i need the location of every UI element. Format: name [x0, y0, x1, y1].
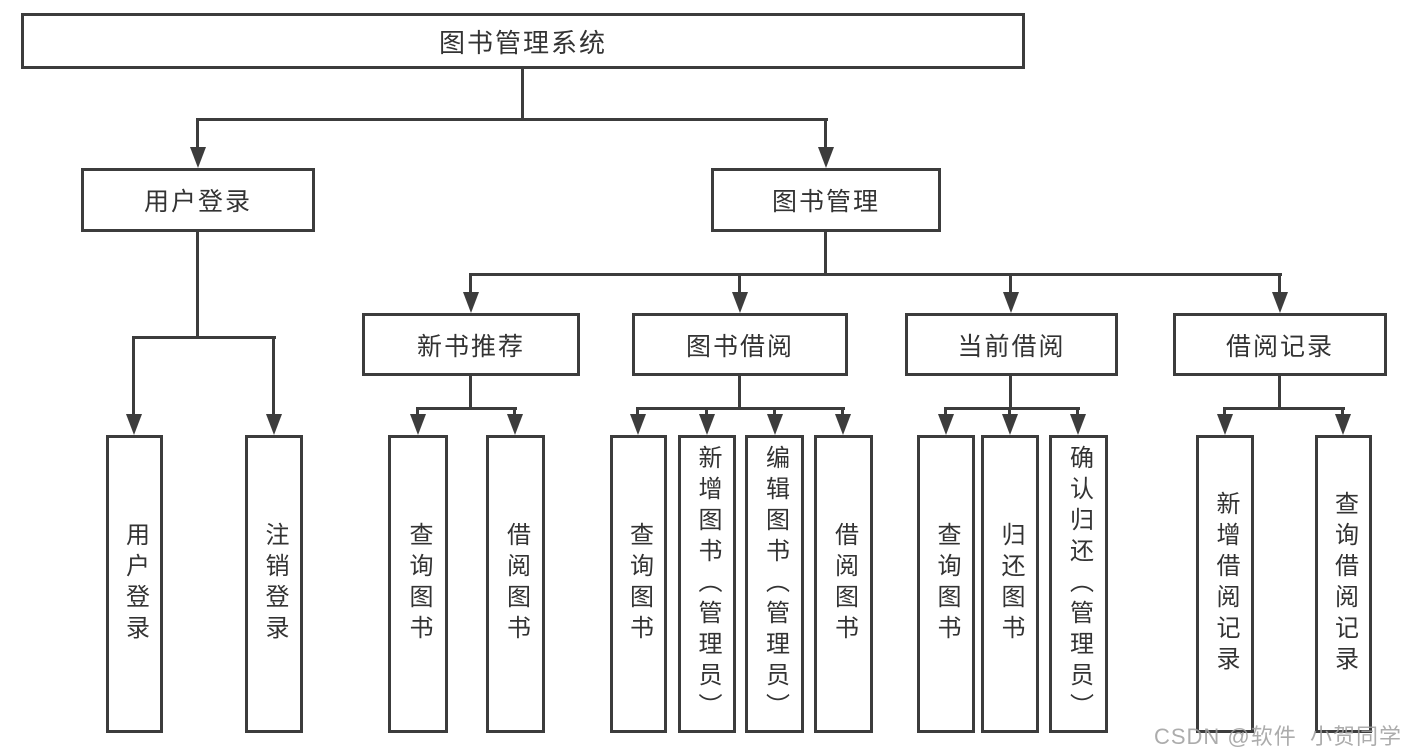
leaf-bb-query-books: 查询图书: [610, 435, 667, 733]
node-book-mgmt: 图书管理: [711, 168, 941, 232]
arrowhead-bb-borrow-icon: [835, 414, 851, 435]
leaf-bb-borrow-books-label: 借阅图书: [830, 522, 858, 646]
node-user-login: 用户登录: [81, 168, 315, 232]
arrowhead-cb-confirm-icon: [1070, 414, 1086, 435]
leaf-bb-borrow-books: 借阅图书: [814, 435, 873, 733]
arrowhead-current-borrow-icon: [1003, 292, 1019, 313]
leaf-bb-query-books-label: 查询图书: [625, 522, 653, 646]
arrowhead-cb-return-icon: [1002, 414, 1018, 435]
arrowhead-leaf-login-icon: [126, 414, 142, 435]
leaf-logout: 注销登录: [245, 435, 303, 733]
leaf-cb-confirm-return-label: 确认归还（管理员）: [1065, 444, 1093, 724]
edge-book-borrow-branch: [636, 407, 845, 410]
leaf-cb-query-books-label: 查询图书: [933, 522, 960, 646]
edge-new-books-stem: [469, 376, 472, 410]
leaf-nb-query-books-label: 查询图书: [405, 522, 432, 646]
leaf-nb-query-books: 查询图书: [388, 435, 448, 733]
leaf-cb-return-books: 归还图书: [981, 435, 1039, 733]
edge-drop-cb-return: [1008, 407, 1011, 417]
arrowhead-nb-query-icon: [410, 414, 426, 435]
leaf-user-login: 用户登录: [106, 435, 163, 733]
node-new-books-label: 新书推荐: [416, 332, 525, 361]
edge-current-borrow-stem: [1009, 376, 1012, 410]
edge-root-branch: [196, 118, 828, 121]
edge-drop-borrow-records: [1278, 273, 1281, 293]
edge-drop-book-borrow: [738, 273, 741, 293]
arrowhead-bb-edit-icon: [767, 414, 783, 435]
edge-root-stem: [521, 69, 524, 118]
edge-drop-bb-edit: [773, 407, 776, 417]
leaf-bb-add-books: 新增图书（管理员）: [678, 435, 736, 733]
leaf-cb-confirm-return: 确认归还（管理员）: [1049, 435, 1108, 733]
edge-drop-book-mgmt: [824, 118, 827, 148]
leaf-cb-return-books-label: 归还图书: [997, 522, 1024, 646]
leaf-bb-add-books-label: 新增图书（管理员）: [694, 444, 721, 724]
node-library-system: 图书管理系统: [21, 13, 1025, 69]
edge-drop-bb-borrow: [841, 407, 844, 417]
edge-book-mgmt-stem: [824, 232, 827, 276]
csdn-watermark: CSDN @软件_小贺同学: [1153, 724, 1402, 747]
edge-drop-leaf-logout: [272, 336, 275, 414]
edge-current-borrow-branch: [944, 407, 1080, 410]
arrowhead-leaf-logout-icon: [266, 414, 282, 435]
leaf-bb-edit-books-label: 编辑图书（管理员）: [761, 444, 789, 724]
node-book-borrow: 图书借阅: [632, 313, 848, 376]
edge-new-books-branch: [416, 407, 517, 410]
leaf-nb-borrow-books-label: 借阅图书: [502, 522, 530, 646]
edge-drop-user-login: [196, 118, 199, 148]
edge-drop-br-add: [1223, 407, 1226, 417]
arrowhead-br-add-icon: [1217, 414, 1233, 435]
leaf-br-query-record: 查询借阅记录: [1315, 435, 1372, 733]
edge-borrow-records-branch: [1223, 407, 1345, 410]
edge-drop-bb-query: [636, 407, 639, 417]
node-book-mgmt-label: 图书管理: [771, 188, 880, 216]
leaf-cb-query-books: 查询图书: [917, 435, 975, 733]
edge-drop-cb-query: [944, 407, 947, 417]
arrowhead-nb-borrow-icon: [507, 414, 523, 435]
edge-book-mgmt-branch: [469, 273, 1282, 276]
edge-drop-nb-query: [416, 407, 419, 417]
leaf-br-query-record-label: 查询借阅记录: [1330, 491, 1358, 677]
leaf-user-login-label: 用户登录: [121, 522, 149, 646]
edge-user-login-branch: [132, 336, 276, 339]
node-book-borrow-label: 图书借阅: [685, 332, 794, 361]
edge-drop-cb-confirm: [1076, 407, 1079, 417]
arrowhead-borrow-records-icon: [1272, 292, 1288, 313]
node-borrow-records: 借阅记录: [1173, 313, 1387, 376]
edge-drop-bb-add: [705, 407, 708, 417]
edge-user-login-stem: [196, 232, 199, 339]
node-current-borrow: 当前借阅: [905, 313, 1118, 376]
edge-drop-leaf-login: [132, 336, 135, 414]
arrowhead-new-books-icon: [463, 292, 479, 313]
arrowhead-book-borrow-icon: [732, 292, 748, 313]
edge-drop-br-query: [1341, 407, 1344, 417]
arrowhead-user-login-icon: [190, 147, 206, 168]
node-user-login-label: 用户登录: [143, 188, 252, 216]
edge-borrow-records-stem: [1278, 376, 1281, 410]
node-borrow-records-label: 借阅记录: [1225, 332, 1334, 361]
arrowhead-br-query-icon: [1335, 414, 1351, 435]
leaf-bb-edit-books: 编辑图书（管理员）: [745, 435, 804, 733]
arrowhead-book-mgmt-icon: [818, 147, 834, 168]
leaf-br-add-record: 新增借阅记录: [1196, 435, 1254, 733]
node-current-borrow-label: 当前借阅: [957, 332, 1066, 361]
leaf-br-add-record-label: 新增借阅记录: [1212, 491, 1239, 677]
edge-drop-current-borrow: [1009, 273, 1012, 293]
node-new-books: 新书推荐: [362, 313, 580, 376]
edge-drop-nb-borrow: [513, 407, 516, 417]
node-library-system-label: 图书管理系统: [438, 27, 607, 58]
leaf-nb-borrow-books: 借阅图书: [486, 435, 545, 733]
arrowhead-bb-add-icon: [699, 414, 715, 435]
arrowhead-cb-query-icon: [938, 414, 954, 435]
arrowhead-bb-query-icon: [630, 414, 646, 435]
leaf-logout-label: 注销登录: [261, 522, 288, 646]
edge-drop-new-books: [469, 273, 472, 293]
edge-book-borrow-stem: [738, 376, 741, 410]
